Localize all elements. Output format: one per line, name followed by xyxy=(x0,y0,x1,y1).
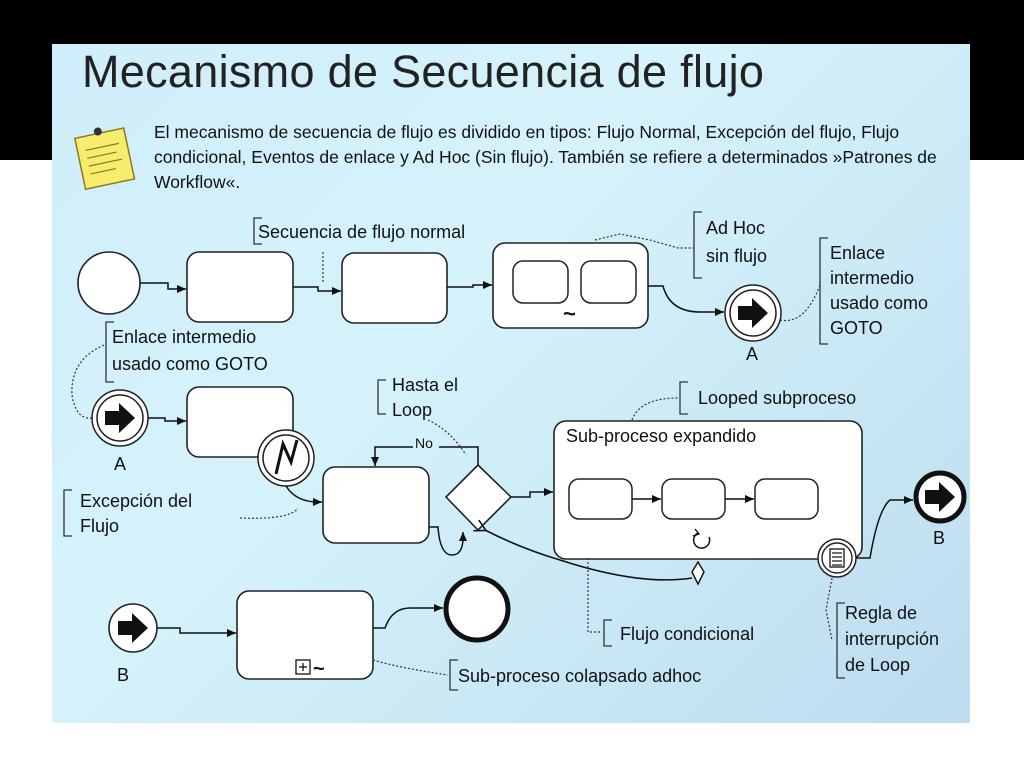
flow-edge xyxy=(648,285,724,316)
flow-edge xyxy=(285,485,322,506)
flow-edge xyxy=(447,281,492,289)
inner-task xyxy=(568,478,633,520)
annotation-exception-line2: Flujo xyxy=(80,516,119,536)
start-event xyxy=(77,251,141,315)
conditional-flow-edge xyxy=(485,530,693,581)
annotation-bracket xyxy=(819,237,828,345)
end-event xyxy=(443,575,511,643)
association-line xyxy=(594,233,695,249)
link-label-a-end: A xyxy=(746,344,758,364)
intro-text: El mecanismo de secuencia de flujo es di… xyxy=(154,122,937,192)
flow-edge xyxy=(373,604,443,629)
association-line xyxy=(71,344,105,419)
annotation-bracket xyxy=(105,321,114,383)
adhoc-tilde-icon: ~ xyxy=(313,658,325,680)
adhoc-task xyxy=(512,260,569,304)
annotation-adhoc-line1: Ad Hoc xyxy=(706,218,765,238)
annotation-link-left-line1: Enlace intermedio xyxy=(112,327,256,347)
flow-edge xyxy=(148,417,186,425)
flow-edge xyxy=(293,286,341,295)
annotation-bracket xyxy=(63,489,72,537)
link-label-a-start: A xyxy=(114,454,126,474)
annotation-bracket xyxy=(836,602,845,679)
expanded-subprocess-label: Sub-proceso expandido xyxy=(566,426,756,446)
exclusive-gateway xyxy=(444,463,513,532)
annotation-bracket xyxy=(253,217,262,245)
task-box xyxy=(322,466,430,544)
annotation-bracket xyxy=(377,379,386,415)
link-event-a-end xyxy=(724,284,782,342)
task-box xyxy=(186,251,294,323)
annotation-loop-interrupt-line2: interrupción xyxy=(845,629,939,649)
adhoc-task xyxy=(580,260,637,304)
conditional-diamond-marker xyxy=(691,560,705,586)
annotation-collapsed-adhoc: Sub-proceso colapsado adhoc xyxy=(458,666,701,686)
association-line xyxy=(779,284,821,322)
annotation-until-loop-line2: Loop xyxy=(392,400,432,420)
link-label-b-end: B xyxy=(933,528,945,548)
annotation-adhoc-line2: sin flujo xyxy=(706,246,767,266)
annotation-loop-interrupt-line3: de Loop xyxy=(845,655,910,675)
link-event-b-start xyxy=(108,603,158,653)
annotation-link-right-line1: Enlace xyxy=(830,243,885,263)
inner-task xyxy=(754,478,819,520)
association-line xyxy=(825,577,833,641)
expand-plus-icon xyxy=(295,659,311,675)
annotation-bracket xyxy=(603,619,612,647)
flow-edge xyxy=(511,488,553,498)
conditional-boundary-event xyxy=(817,538,857,578)
association-line xyxy=(239,507,299,519)
error-boundary-event xyxy=(257,429,315,487)
annotation-conditional-flow: Flujo condicional xyxy=(620,624,754,644)
flow-edge xyxy=(140,282,186,293)
annotation-until-loop-line1: Hasta el xyxy=(392,375,458,395)
annotation-looped-subprocess: Looped subproceso xyxy=(698,388,856,408)
annotation-link-right-line4: GOTO xyxy=(830,318,883,338)
flow-edge xyxy=(429,526,467,556)
slide-title: Mecanismo de Secuencia de flujo xyxy=(82,46,765,97)
inner-task xyxy=(661,478,726,520)
annotation-normal-flow: Secuencia de flujo normal xyxy=(258,222,465,242)
gateway-no-label: No xyxy=(415,435,433,451)
association-line xyxy=(631,397,679,421)
link-label-b-start: B xyxy=(117,665,129,685)
flow-edge xyxy=(157,627,236,637)
annotation-bracket xyxy=(449,659,458,691)
association-line xyxy=(587,558,600,633)
annotation-link-left-line2: usado como GOTO xyxy=(112,354,268,374)
annotation-exception-line1: Excepción del xyxy=(80,491,192,511)
slide-panel xyxy=(52,44,970,723)
link-event-b-end xyxy=(913,470,967,524)
annotation-loop-interrupt-line1: Regla de xyxy=(845,603,917,623)
adhoc-tilde-icon: ~ xyxy=(563,301,576,326)
collapsed-adhoc-subprocess xyxy=(236,590,374,680)
annotation-bracket xyxy=(679,381,688,415)
flow-edge xyxy=(856,496,913,559)
association-line xyxy=(372,659,449,676)
link-event-a-start xyxy=(91,389,149,447)
no-label-bg xyxy=(413,436,439,452)
annotation-bracket xyxy=(693,211,702,279)
loop-marker-icon xyxy=(692,528,711,549)
association-line xyxy=(427,419,467,456)
task-box xyxy=(341,252,448,324)
annotation-link-right-line2: intermedio xyxy=(830,268,914,288)
annotation-link-right-line3: usado como xyxy=(830,293,928,313)
